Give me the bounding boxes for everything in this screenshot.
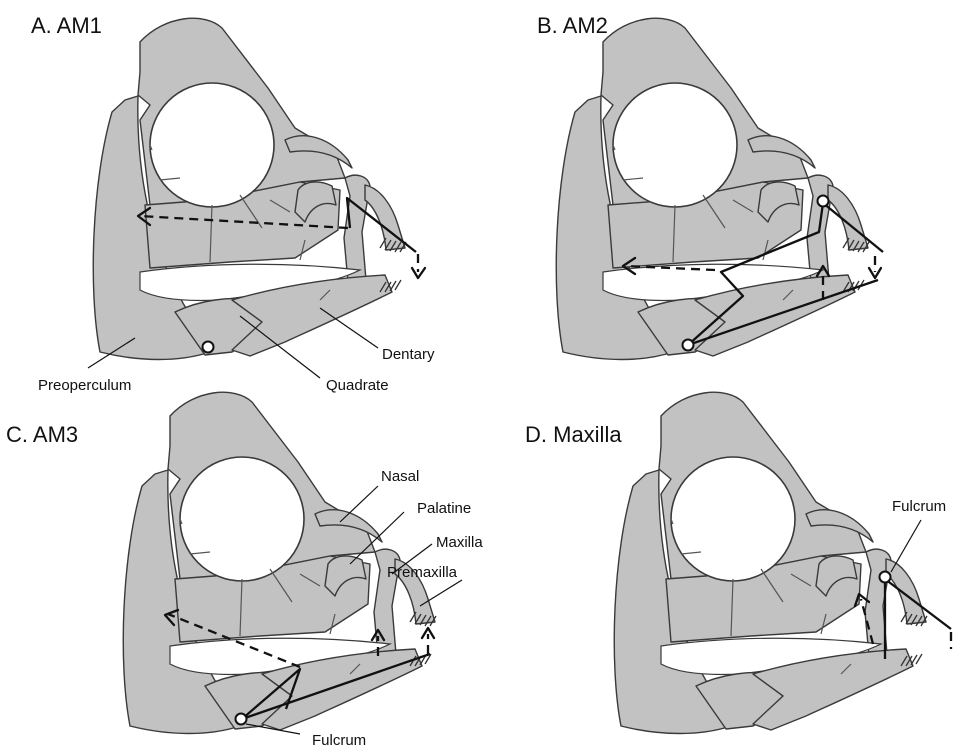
label-premaxilla: Premaxilla: [387, 564, 457, 581]
skull-diagram-am1: [0, 0, 481, 374]
am3-fulcrum: [236, 714, 247, 725]
am1-jaw-joint: [203, 342, 214, 353]
panel-am3: C. AM3 Nasal Palatine Maxilla Premaxilla…: [0, 374, 481, 748]
label-nasal: Nasal: [381, 468, 419, 485]
label-palatine: Palatine: [417, 500, 471, 517]
panel-am1: A. AM1 Preoperculum Quadrate Dentary: [0, 0, 481, 374]
panel-title-maxilla: D. Maxilla: [525, 422, 622, 448]
panel-title-am3: C. AM3: [6, 422, 78, 448]
panel-maxilla: D. Maxilla Fulcrum: [481, 374, 962, 748]
am2-jaw-joint: [683, 340, 694, 351]
am2-arrowhead-down: [869, 268, 881, 278]
am2-maxilla-pivot: [818, 196, 829, 207]
fulcrum-leader-d: [891, 520, 921, 572]
label-fulcrum-d: Fulcrum: [892, 498, 946, 515]
label-maxilla: Maxilla: [436, 534, 483, 551]
panel-am2: B. AM2: [481, 0, 962, 374]
label-dentary: Dentary: [382, 346, 435, 363]
panel-title-am1: A. AM1: [31, 13, 102, 39]
panel-title-am2: B. AM2: [537, 13, 608, 39]
label-fulcrum-c: Fulcrum: [312, 732, 366, 749]
dentary-leader: [320, 308, 378, 348]
skull-diagram-am2: [463, 0, 944, 374]
maxilla-fulcrum: [880, 572, 891, 583]
